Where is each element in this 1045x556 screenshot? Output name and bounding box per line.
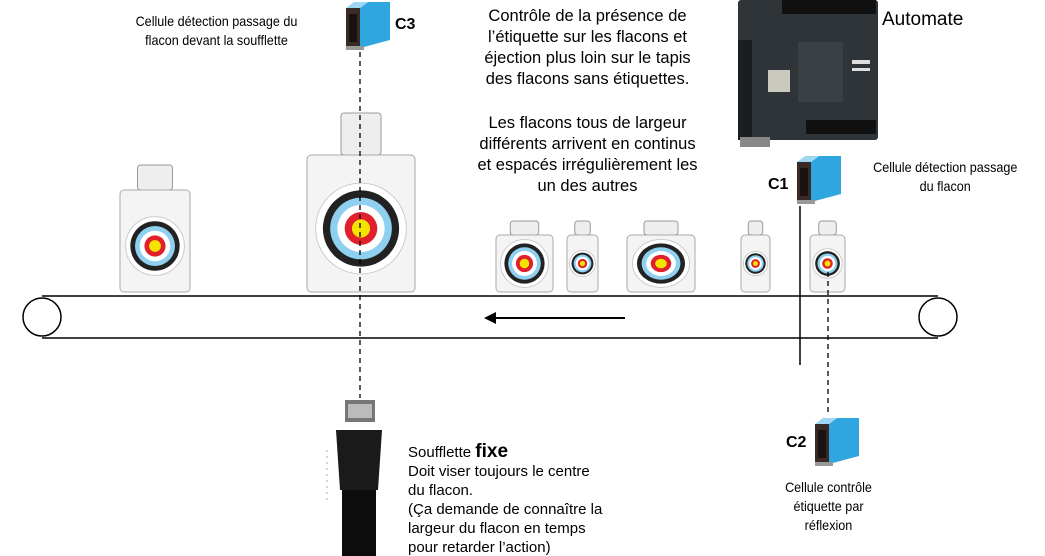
- target-ring: [579, 260, 586, 267]
- bottle-cap: [509, 220, 540, 236]
- main-text-2: Les flacons tous de largeur différents a…: [477, 114, 698, 195]
- nozzle-text: Soufflette fixe Doit viser toujours le c…: [408, 423, 602, 556]
- target-ring: [753, 261, 758, 266]
- nozzle-title: Soufflette: [408, 444, 476, 461]
- target-ring: [824, 260, 831, 267]
- bottle-cap: [818, 220, 837, 236]
- bottle-cap: [643, 220, 679, 236]
- nozzle-title-bold: fixe: [475, 441, 509, 462]
- roller-left: [22, 297, 62, 337]
- target-ring: [655, 258, 667, 269]
- target-ring: [351, 219, 371, 238]
- c2-label: C2: [786, 434, 807, 451]
- target-ring: [519, 258, 530, 269]
- sensor-c2-icon: [815, 418, 859, 466]
- bottle-cap: [574, 220, 591, 236]
- sensor-c1-icon: [797, 156, 841, 204]
- target-ring: [149, 240, 161, 252]
- plc-image: [738, 0, 878, 147]
- bottle-cap: [747, 220, 764, 236]
- c2-description: Cellule contrôle étiquette par réflexion: [785, 479, 872, 533]
- c3-description: Cellule détection passage du flacon deva…: [135, 13, 298, 48]
- nozzle-description: Doit viser toujours le centre du flacon.…: [408, 463, 603, 556]
- roller-right: [918, 297, 958, 337]
- sensor-c3-icon: [346, 2, 390, 50]
- bottles: [119, 112, 846, 293]
- plc-label: Automate: [882, 9, 964, 30]
- nozzle-image: [326, 400, 382, 556]
- conveyor-belt: [22, 295, 958, 339]
- bottle-cap: [340, 112, 382, 156]
- c3-label: C3: [395, 16, 416, 33]
- c1-description: Cellule détection passage du flacon: [873, 159, 1018, 194]
- main-text-1: Contrôle de la présence de l’étiquette s…: [484, 7, 691, 88]
- c1-label: C1: [768, 176, 789, 193]
- bottle-cap: [137, 164, 173, 191]
